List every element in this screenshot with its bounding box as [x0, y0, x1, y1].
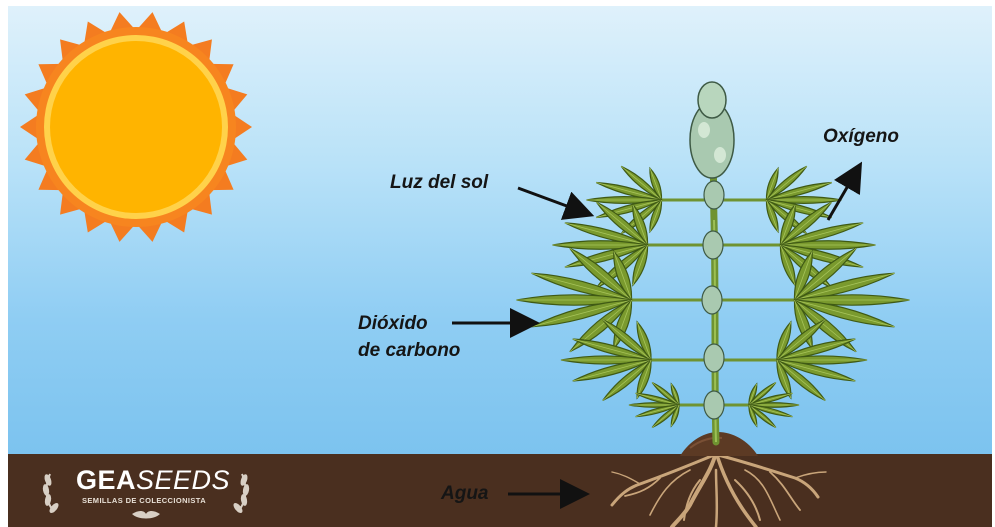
brand-logo: GEASEEDS SEMILLAS DE COLECCIONISTA [40, 462, 252, 524]
sunlight-label: Luz del sol [390, 172, 488, 194]
brand-name: GEASEEDS [76, 465, 230, 496]
co2-label-line1: Dióxido [358, 313, 428, 335]
brand-name-part1: GEA [76, 465, 136, 495]
water-label: Agua [441, 483, 489, 505]
brand-name-part2: SEEDS [136, 465, 230, 495]
sunlight-arrow [518, 188, 583, 212]
brand-tagline: SEMILLAS DE COLECCIONISTA [82, 496, 206, 505]
oxygen-arrow [828, 172, 856, 220]
co2-label-line2: de carbono [358, 340, 460, 362]
oxygen-label: Oxígeno [823, 126, 899, 148]
